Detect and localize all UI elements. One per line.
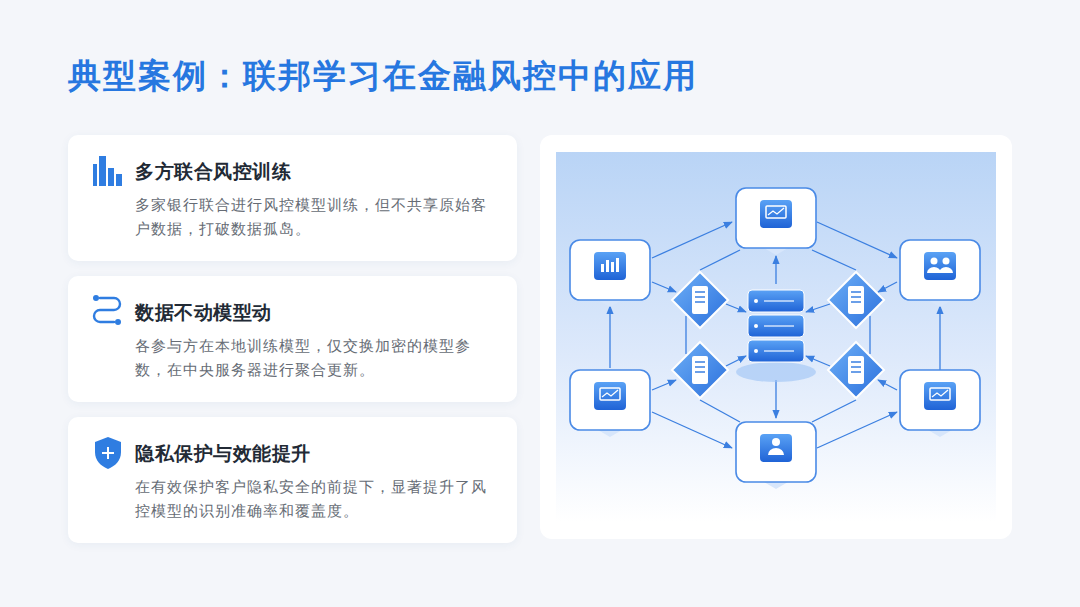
- client-box: [900, 370, 980, 437]
- client-box: [736, 188, 816, 255]
- feature-card: 多方联合风控训练多家银行联合进行风控模型训练，但不共享原始客户数据，打破数据孤岛…: [68, 135, 517, 261]
- node-diamond: [672, 272, 728, 328]
- card-text: 各参与方在本地训练模型，仅交换加密的模型参数，在中央服务器进行聚合更新。: [135, 334, 495, 382]
- card-text: 在有效保护客户隐私安全的前提下，显著提升了风控模型的识别准确率和覆盖度。: [135, 475, 495, 523]
- client-box: [570, 370, 650, 437]
- client-box: [736, 422, 816, 489]
- client-box: [900, 240, 980, 307]
- route-icon: [93, 295, 121, 325]
- feature-card: 隐私保护与效能提升在有效保护客户隐私安全的前提下，显著提升了风控模型的识别准确率…: [68, 417, 517, 543]
- page-title: 典型案例：联邦学习在金融风控中的应用: [68, 54, 698, 99]
- central-server: [736, 290, 816, 382]
- client-box: [570, 240, 650, 307]
- shield-icon: [95, 437, 121, 469]
- card-heading: 多方联合风控训练: [135, 159, 495, 185]
- building-icon: [93, 156, 122, 186]
- card-text: 多家银行联合进行风控模型训练，但不共享原始客户数据，打破数据孤岛。: [135, 193, 495, 241]
- feature-card: 数据不动模型动各参与方在本地训练模型，仅交换加密的模型参数，在中央服务器进行聚合…: [68, 276, 517, 402]
- card-heading: 隐私保护与效能提升: [135, 441, 495, 467]
- network-lines: [610, 222, 940, 448]
- box-icons: [600, 206, 953, 455]
- node-diamond: [672, 342, 728, 398]
- card-heading: 数据不动模型动: [135, 300, 495, 326]
- image-panel: [540, 135, 1012, 539]
- node-diamond: [828, 342, 884, 398]
- node-diamond: [828, 272, 884, 328]
- image-ground: [556, 152, 996, 522]
